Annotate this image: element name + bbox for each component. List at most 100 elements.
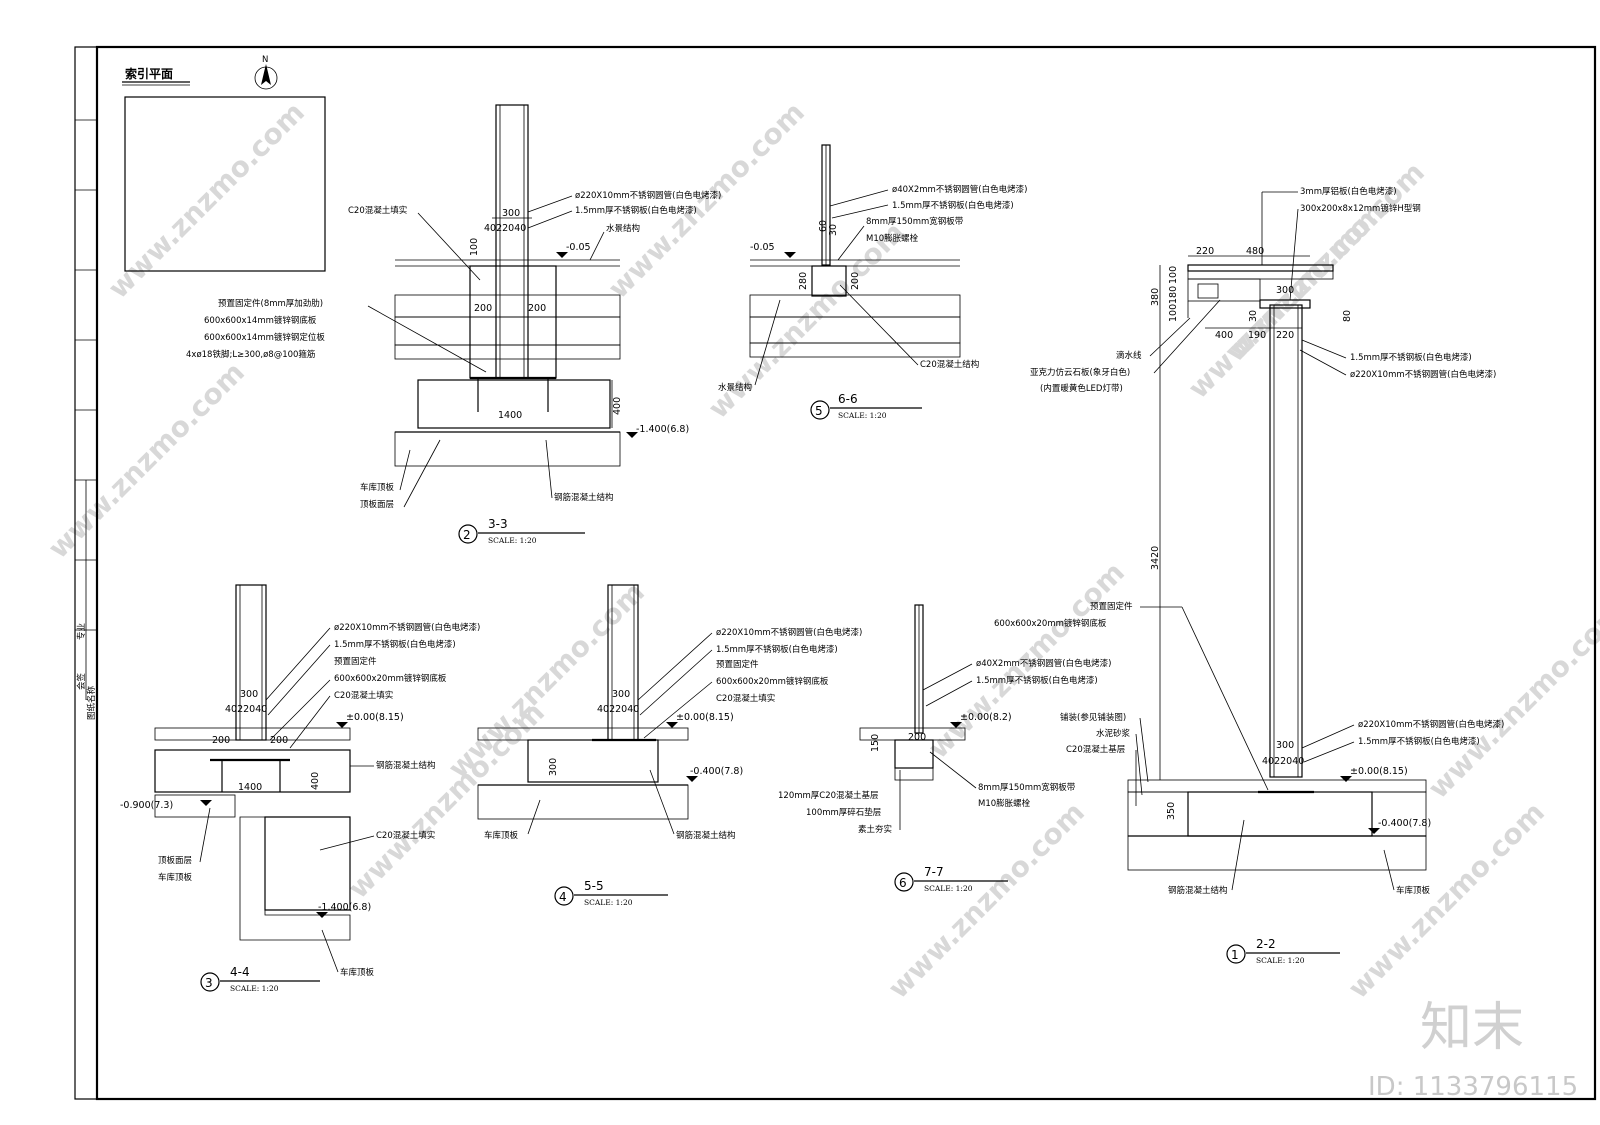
dim-text: 4022040 [597,704,639,715]
dim-text: 300 [502,208,520,219]
detail-5-5: 300 4022040 300 ±0.00(8.15) -0.400(7.8) … [477,584,862,907]
dim-text: 3420 [1150,546,1161,570]
level-text: ±0.00(8.2) [960,712,1012,723]
north-arrow-icon: N [254,55,278,90]
dim-text: 80 [1342,310,1353,322]
dim-text: 100 [469,238,480,256]
dim-text: 200 [270,735,288,746]
brand-watermark: 知末 [1420,998,1524,1058]
detail-number-circle [810,400,830,420]
callout-label: 预置固定件 [334,656,377,667]
detail-title: 3-3 [488,517,508,531]
dim-text: 400 [310,772,321,790]
callout-label: 1.5mm厚不锈钢板(白色电烤漆) [892,200,1014,211]
callout-label: M10膨胀螺栓 [978,798,1031,809]
callout-label: 水泥砂浆 [1096,728,1131,739]
level-text: ±0.00(8.15) [346,712,404,723]
watermark-text: www.znzmo.com [42,356,251,565]
callout-label: C20混凝土填实 [376,830,435,841]
detail-title: 7-7 [924,865,944,879]
callout-label: (内置暖黄色LED灯带) [1040,383,1123,394]
detail-number: 1 [1231,948,1239,962]
callout-label: 3mm厚铝板(白色电烤漆) [1300,186,1397,197]
dim-text: 180 [1168,286,1179,304]
dim-text: 200 [528,303,546,314]
detail-title: 4-4 [230,965,250,979]
dim-text: 400 [612,397,623,415]
callout-label: C20混凝土结构 [920,359,979,370]
callout-label: ø220X10mm不锈钢圆管(白色电烤漆) [575,190,721,201]
detail-3-3: 300 4022040 100 200 200 1400 400 -0.05 -… [186,104,721,545]
dim-text: 200 [474,303,492,314]
detail-number: 2 [463,528,471,542]
detail-number: 4 [559,890,567,904]
callout-label: C20混凝土填实 [348,205,407,216]
dim-text: 100 [1168,266,1179,284]
callout-label: 600x600x14mm镀锌钢底板 [204,315,317,326]
callout-label: 600x600x20mm镀锌钢底板 [994,618,1107,629]
detail-7-7: 150 200 ±0.00(8.2) ø40X2mm不锈钢圆管(白色电烤漆) 1… [778,604,1111,893]
callout-label: ø220X10mm不锈钢圆管(白色电烤漆) [1358,719,1504,730]
callout-label: 钢筋混凝土结构 [376,760,436,771]
level-text: -0.400(7.8) [690,766,743,777]
callout-label: ø40X2mm不锈钢圆管(白色电烤漆) [892,184,1027,195]
callout-label: ø220X10mm不锈钢圆管(白色电烤漆) [1350,369,1496,380]
dim-text: 300 [612,689,630,700]
callout-label: 4xø18铁脚;L≥300,ø8@100箍筋 [186,349,315,360]
title-field: 图纸名称 [86,685,97,720]
callout-label: 车库顶板 [360,482,395,493]
dim-text: 280 [798,272,809,290]
callout-label: 600x600x20mm镀锌钢底板 [716,676,829,687]
callout-label: C20混凝土填实 [716,693,775,704]
detail-scale: SCALE: 1:20 [924,884,973,893]
dim-text: 350 [1166,802,1177,820]
dim-text: 300 [240,689,258,700]
id-watermark: ID: 1133796115 [1368,1072,1578,1102]
level-text: -0.400(7.8) [1378,818,1431,829]
dim-text: 4022040 [225,704,267,715]
callout-label: C20混凝土填实 [334,690,393,701]
callout-label: 水景结构 [606,223,640,234]
watermark-text: www.znzmo.com [1422,596,1600,805]
callout-label: 300x200x8x12mm镀锌H型钢 [1300,203,1421,214]
dim-text: 220 [1276,330,1294,341]
callout-label: 车库顶板 [1396,885,1431,896]
level-text: -1.400(6.8) [636,424,689,435]
detail-number-circle [894,872,914,892]
north-label: N [262,55,268,65]
dim-text: 300 [1276,740,1294,751]
detail-number: 6 [899,876,907,890]
dim-text: 60 [818,220,829,232]
level-text: ±0.00(8.15) [676,712,734,723]
index-plan-title: 索引平面 [125,66,173,81]
callout-label: 亚克力仿云石板(象牙白色) [1030,367,1130,378]
callout-label: ø220X10mm不锈钢圆管(白色电烤漆) [334,622,480,633]
callout-label: 铺装(参见铺装图) [1060,712,1126,723]
detail-number: 5 [815,404,823,418]
title-field: 会签 [76,672,87,690]
dim-text: 480 [1246,246,1264,257]
callout-label: 100mm厚碎石垫层 [806,807,881,818]
callout-label: 预置固定件 [1090,601,1133,612]
detail-4-4: 300 4022040 200 200 1400 400 ±0.00(8.15)… [120,584,480,993]
callout-label: 顶板面层 [158,855,192,866]
detail-number-circle [200,972,220,992]
callout-label: 1.5mm厚不锈钢板(白色电烤漆) [1358,736,1480,747]
callout-label: 车库顶板 [484,830,519,841]
dim-text: 380 [1150,288,1161,306]
callout-label: 1.5mm厚不锈钢板(白色电烤漆) [716,644,838,655]
callout-label: 预置固定件(8mm厚加劲肋) [218,298,323,309]
detail-number-circle [554,886,574,906]
title-field: 专业 [76,623,87,640]
detail-scale: SCALE: 1:20 [488,536,537,545]
detail-6-6: 60 30 280 200 -0.05 ø40X2mm不锈钢圆管(白色电烤漆) … [718,144,1027,420]
dim-text: 30 [1248,310,1259,322]
callout-label: 8mm厚150mm宽钢板带 [866,216,964,227]
dim-text: 400 [1215,330,1233,341]
callout-label: 滴水线 [1116,350,1142,361]
callout-label: 120mm厚C20混凝土基层 [778,790,879,801]
detail-2-2: 380 100 180 100 3420 350 30 80 220 480 3… [994,186,1504,965]
detail-scale: SCALE: 1:20 [838,411,887,420]
level-text: -1.400(6.8) [318,902,371,913]
detail-number-circle [1226,944,1246,964]
